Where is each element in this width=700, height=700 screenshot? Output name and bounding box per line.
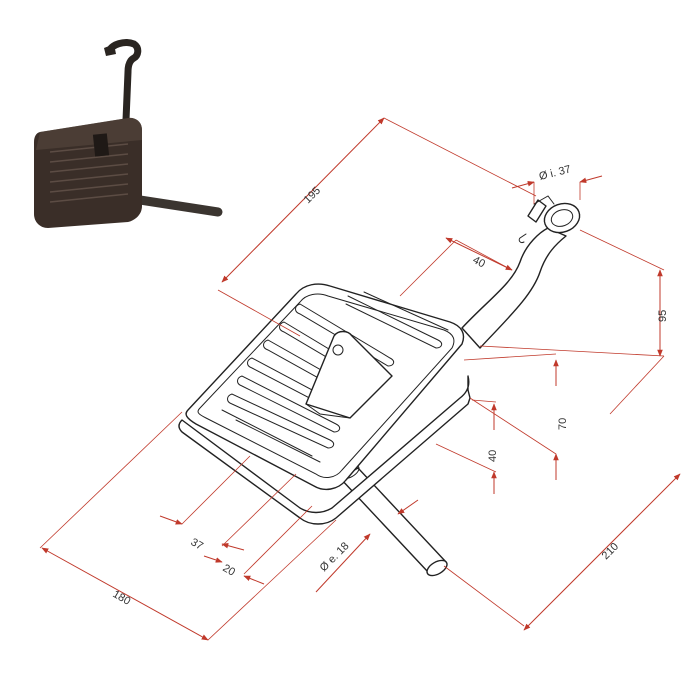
dim-95: 95	[479, 229, 669, 357]
muffler-drawing	[178, 195, 581, 577]
dim-37-label: 37	[189, 536, 206, 553]
dim-40-right-label: 40	[487, 450, 499, 462]
dim-40-right: 40	[435, 399, 499, 494]
inlet-pipe	[461, 195, 581, 349]
product-photo	[34, 39, 223, 228]
dim-37: 37	[159, 455, 297, 553]
dim-70: 70	[463, 353, 569, 480]
dim-inner-diameter-label: Ø i. 37	[538, 163, 572, 182]
dim-210: 210	[443, 355, 681, 631]
dim-95-label: 95	[657, 310, 669, 322]
dim-20: 20	[203, 505, 313, 585]
mounting-bracket	[305, 330, 393, 419]
outlet-tube	[339, 464, 448, 577]
dim-180-label: 180	[111, 588, 133, 608]
dim-outer-diameter-label: Ø e. 18	[318, 540, 352, 574]
dim-20-label: 20	[221, 562, 238, 579]
dim-210-label: 210	[600, 541, 621, 562]
muffler-body	[178, 283, 471, 525]
dim-40-top: 40	[399, 237, 513, 297]
dim-195-label: 195	[302, 185, 323, 206]
dim-40-top-label: 40	[471, 254, 487, 270]
dim-inner-diameter: Ø i. 37	[511, 163, 603, 204]
dim-70-label: 70	[557, 418, 569, 430]
